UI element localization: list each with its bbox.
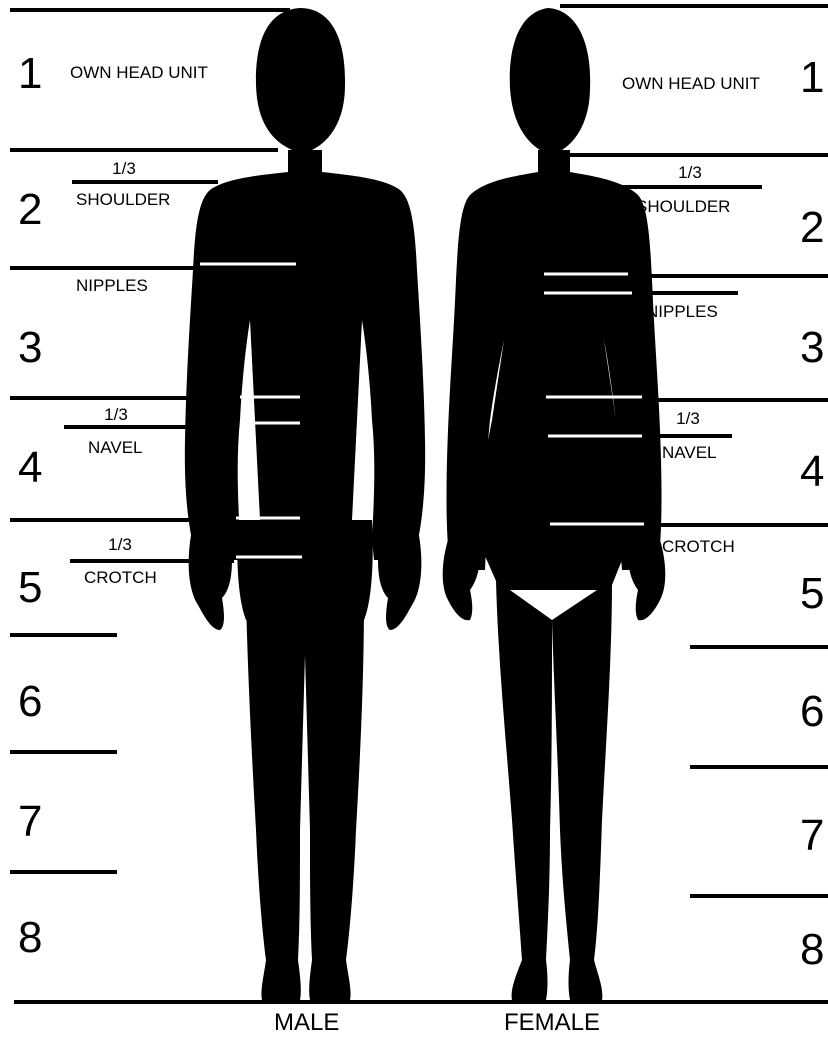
female-unit-3: 3: [800, 326, 824, 370]
female-navel-fraction: 1/3: [668, 410, 708, 428]
male-shoulder-fraction: 1/3: [104, 160, 144, 178]
female-crotch-label: CROTCH: [662, 538, 735, 556]
male-unit-2: 2: [18, 188, 42, 232]
female-unit-1: 1: [800, 56, 824, 100]
female-unit-7: 7: [800, 814, 824, 858]
male-crotch-label: CROTCH: [84, 569, 157, 587]
male-unit-7: 7: [18, 800, 42, 844]
female-unit-6: 6: [800, 690, 824, 734]
male-own-head-unit-label: OWN HEAD UNIT: [70, 64, 208, 82]
male-unit-4: 4: [18, 446, 42, 490]
male-unit-8: 8: [18, 916, 42, 960]
female-own-head-unit-label: OWN HEAD UNIT: [622, 75, 760, 93]
female-shoulder-label: SHOULDER: [636, 198, 730, 216]
female-unit-5: 5: [800, 572, 824, 616]
male-unit-lines: [10, 10, 290, 872]
male-navel-label: NAVEL: [88, 439, 143, 457]
male-silhouette: [185, 8, 425, 1000]
male-nipples-label: NIPPLES: [76, 277, 148, 295]
male-unit-3: 3: [18, 326, 42, 370]
female-nipples-label: NIPPLES: [646, 303, 718, 321]
male-caption: MALE: [274, 1010, 339, 1036]
male-shoulder-label: SHOULDER: [76, 191, 170, 209]
male-unit-1: 1: [18, 52, 42, 96]
male-unit-6: 6: [18, 680, 42, 724]
male-crotch-fraction: 1/3: [100, 536, 140, 554]
male-unit-5: 5: [18, 566, 42, 610]
female-shoulder-fraction: 1/3: [670, 164, 710, 182]
female-unit-4: 4: [800, 450, 824, 494]
female-caption: FEMALE: [504, 1010, 600, 1036]
female-navel-label: NAVEL: [662, 444, 717, 462]
female-unit-2: 2: [800, 206, 824, 250]
male-navel-fraction: 1/3: [96, 406, 136, 424]
female-unit-8: 8: [800, 928, 824, 972]
